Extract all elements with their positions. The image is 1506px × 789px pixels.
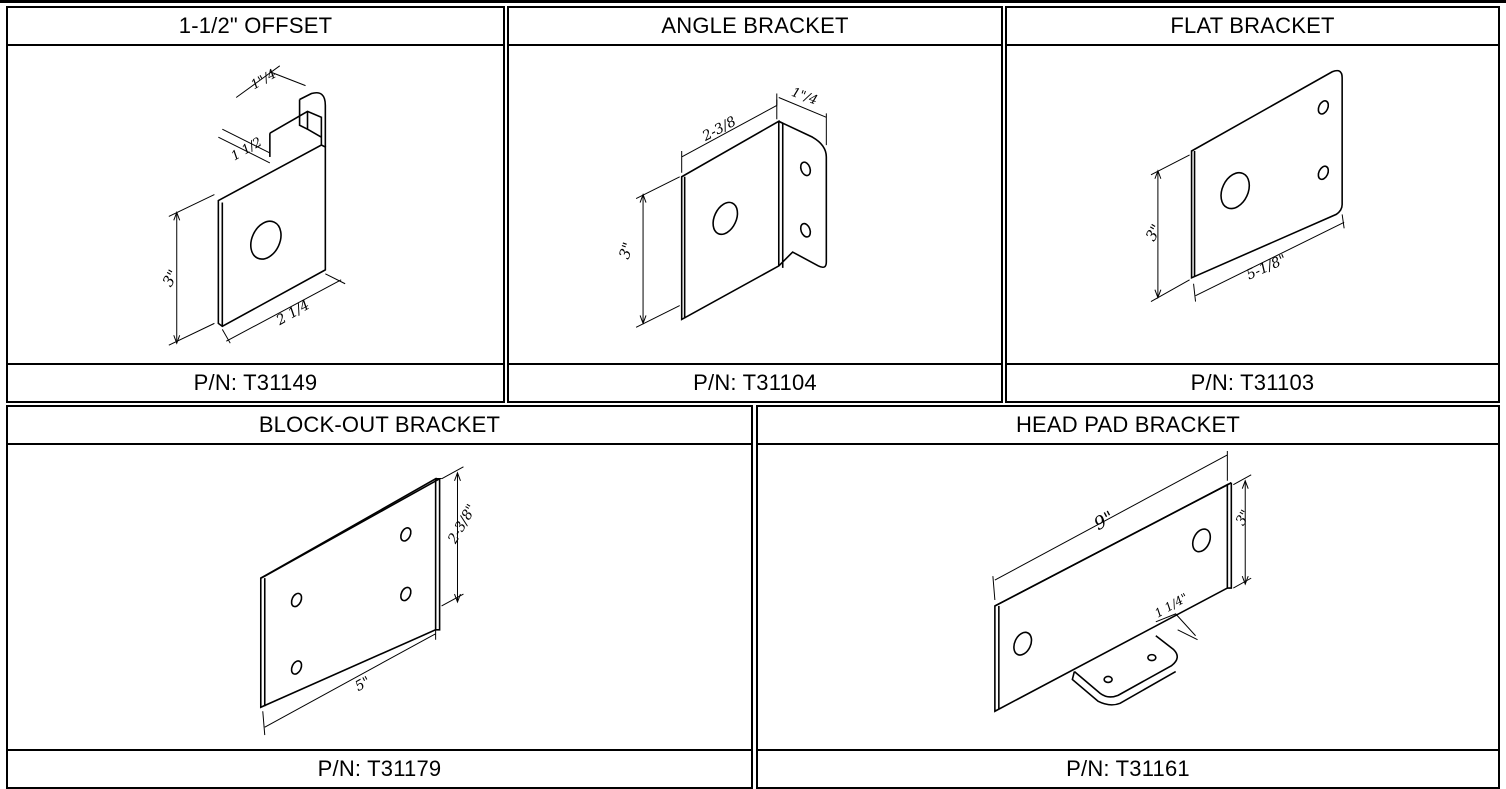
panel-head-pad-bracket: HEAD PAD BRACKET 9" 3" 1 1/4" P xyxy=(756,405,1500,789)
angle-bracket-drawing: 3" 2-3/8 1"/4 xyxy=(509,46,1001,363)
dim-height-label: 3" xyxy=(1142,221,1166,244)
offset-bracket-drawing: 3" 2 1/4 1 1/2 1"/4 xyxy=(8,46,503,363)
part-number: P/N: T31161 xyxy=(758,749,1498,787)
panel-title: HEAD PAD BRACKET xyxy=(758,407,1498,445)
dim-height-label: 3" xyxy=(159,267,183,290)
panel-title: BLOCK-OUT BRACKET xyxy=(8,407,751,445)
panel-block-out-bracket: BLOCK-OUT BRACKET 2-3/8" 5" P/N: T31179 xyxy=(6,405,753,789)
dim-width-label: 2-3/8 xyxy=(699,114,739,145)
part-number: P/N: T31104 xyxy=(509,363,1001,401)
dim-length-label: 9" xyxy=(1091,507,1118,535)
block-out-bracket-drawing: 2-3/8" 5" xyxy=(8,445,751,749)
panel-offset-bracket: 1-1/2" OFFSET 3" 2 1/4 1 1/2 xyxy=(6,6,505,403)
top-frame-rule xyxy=(0,0,1506,3)
dim-width-label: 2 1/4 xyxy=(273,297,313,329)
dim-height-label: 3" xyxy=(615,240,637,261)
panel-title: FLAT BRACKET xyxy=(1007,8,1498,46)
dim-flange-label: 1"/4 xyxy=(789,85,819,108)
panel-flat-bracket: FLAT BRACKET 3" 5-1/8" P/N: T31103 xyxy=(1005,6,1500,403)
dim-height-label: 3" xyxy=(1233,507,1254,528)
flat-bracket-drawing: 3" 5-1/8" xyxy=(1007,46,1498,363)
dim-offset-label: 1 1/2 xyxy=(229,135,265,164)
dim-flange-label: 1"/4 xyxy=(249,67,280,93)
panel-title: 1-1/2" OFFSET xyxy=(8,8,503,46)
part-number: P/N: T31149 xyxy=(8,363,503,401)
head-pad-bracket-drawing: 9" 3" 1 1/4" xyxy=(758,445,1498,749)
part-number: P/N: T31179 xyxy=(8,749,751,787)
panel-angle-bracket: ANGLE BRACKET 3" 2-3/8 1"/4 P/N: T31104 xyxy=(507,6,1003,403)
dim-width-label: 5-1/8" xyxy=(1244,252,1289,284)
dim-height-label: 2-3/8" xyxy=(445,502,480,547)
dim-width-label: 5" xyxy=(353,674,374,695)
panel-title: ANGLE BRACKET xyxy=(509,8,1001,46)
part-number: P/N: T31103 xyxy=(1007,363,1498,401)
